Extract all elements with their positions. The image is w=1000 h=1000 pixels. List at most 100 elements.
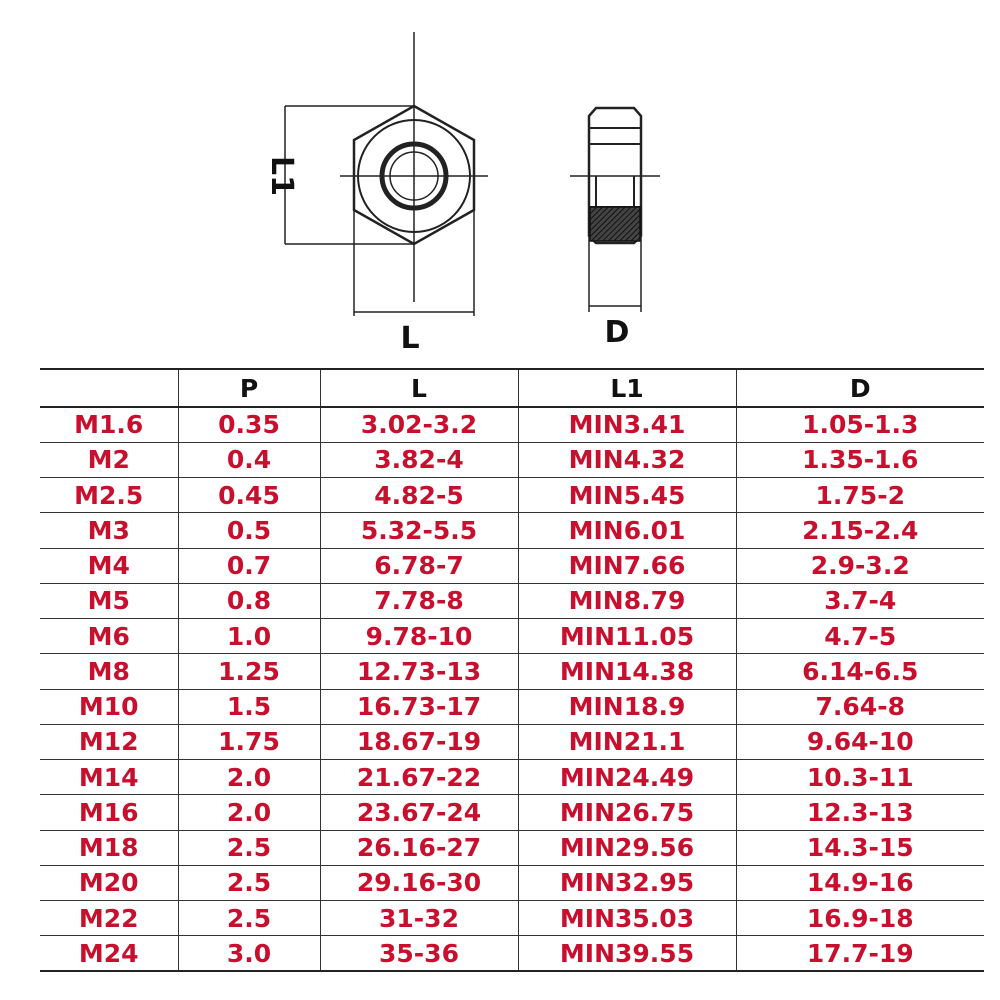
cell-l: 9.78-10 — [319, 618, 518, 654]
header-l1: L1 — [517, 368, 736, 408]
l1-label: L1 — [264, 156, 299, 196]
cell-size: M22 — [78, 903, 139, 933]
cell-d: 1.35-1.6 — [735, 442, 984, 478]
thread-circle — [379, 141, 449, 211]
cell-pitch: 1.0 — [177, 618, 320, 654]
cell-l1: MIN18.9 — [517, 689, 736, 725]
cell-d: 14.3-15 — [735, 830, 984, 866]
cell-size: M24 — [78, 938, 139, 968]
cell-d: 17.7-19 — [735, 935, 984, 971]
cell-l: 4.82-5 — [319, 477, 518, 513]
cell-size: M12 — [78, 727, 139, 757]
cell-l: 31-32 — [319, 900, 518, 936]
cell-l: 3.82-4 — [319, 442, 518, 478]
front-view — [284, 32, 488, 316]
cell-l1: MIN4.32 — [517, 442, 736, 478]
cell-pitch: 2.0 — [177, 759, 320, 795]
cell-pitch: 2.5 — [177, 900, 320, 936]
cell-l: 29.16-30 — [319, 865, 518, 901]
cell-l: 23.67-24 — [319, 794, 518, 830]
side-outline — [587, 106, 643, 245]
cell-l1: MIN7.66 — [517, 548, 736, 584]
hex-nut-technical-drawing: L1 L D — [264, 32, 660, 356]
cell-l1: MIN24.49 — [517, 759, 736, 795]
cell-l: 26.16-27 — [319, 830, 518, 866]
cell-l1: MIN35.03 — [517, 900, 736, 936]
cell-pitch: 0.7 — [177, 548, 320, 584]
cell-size: M5 — [87, 586, 130, 616]
cell-pitch: 0.45 — [177, 477, 320, 513]
cell-d: 2.15-2.4 — [735, 512, 984, 548]
l-label: L — [400, 321, 419, 356]
cell-l1: MIN3.41 — [517, 407, 736, 443]
cell-pitch: 1.5 — [177, 689, 320, 725]
cell-l: 12.73-13 — [319, 653, 518, 689]
cell-size: M4 — [87, 551, 130, 581]
cell-size: M14 — [78, 762, 139, 792]
cell-l1: MIN14.38 — [517, 653, 736, 689]
cell-pitch: 0.8 — [177, 583, 320, 619]
cell-d: 14.9-16 — [735, 865, 984, 901]
cell-l: 7.78-8 — [319, 583, 518, 619]
table-header-row: P L L1 D — [40, 368, 984, 408]
header-p: P — [177, 368, 320, 408]
cell-size: M16 — [78, 797, 139, 827]
bore-circle — [389, 151, 439, 201]
cell-l1: MIN26.75 — [517, 794, 736, 830]
cell-pitch: 2.5 — [177, 865, 320, 901]
header-d: D — [735, 368, 984, 408]
cell-d: 12.3-13 — [735, 794, 984, 830]
cell-size: M10 — [78, 692, 139, 722]
cell-d: 2.9-3.2 — [735, 548, 984, 584]
side-view — [570, 106, 660, 312]
cell-size: M3 — [87, 515, 130, 545]
cell-l1: MIN39.55 — [517, 935, 736, 971]
cell-l: 3.02-3.2 — [319, 407, 518, 443]
d-label: D — [605, 315, 630, 350]
header-l: L — [319, 368, 518, 408]
cell-l: 18.67-19 — [319, 724, 518, 760]
cell-pitch: 0.4 — [177, 442, 320, 478]
cell-d: 4.7-5 — [735, 618, 984, 654]
cell-d: 10.3-11 — [735, 759, 984, 795]
cell-size: M20 — [78, 868, 139, 898]
cell-l1: MIN29.56 — [517, 830, 736, 866]
cell-size: M18 — [78, 833, 139, 863]
chamfer-circle — [357, 119, 471, 233]
cell-size: M2 — [87, 445, 130, 475]
cell-d: 1.05-1.3 — [735, 407, 984, 443]
cell-size: M1.6 — [74, 410, 144, 440]
header-size — [40, 368, 178, 408]
cell-pitch: 0.35 — [177, 407, 320, 443]
cell-d: 7.64-8 — [735, 689, 984, 725]
cell-l1: MIN5.45 — [517, 477, 736, 513]
cell-size: M2.5 — [74, 480, 144, 510]
cell-l1: MIN11.05 — [517, 618, 736, 654]
hatched-section — [589, 206, 641, 242]
cell-l: 6.78-7 — [319, 548, 518, 584]
cell-d: 6.14-6.5 — [735, 653, 984, 689]
cell-l: 5.32-5.5 — [319, 512, 518, 548]
cell-d: 3.7-4 — [735, 583, 984, 619]
cell-pitch: 2.0 — [177, 794, 320, 830]
cell-l1: MIN8.79 — [517, 583, 736, 619]
cell-pitch: 1.75 — [177, 724, 320, 760]
cell-pitch: 0.5 — [177, 512, 320, 548]
cell-l1: MIN32.95 — [517, 865, 736, 901]
cell-l1: MIN21.1 — [517, 724, 736, 760]
